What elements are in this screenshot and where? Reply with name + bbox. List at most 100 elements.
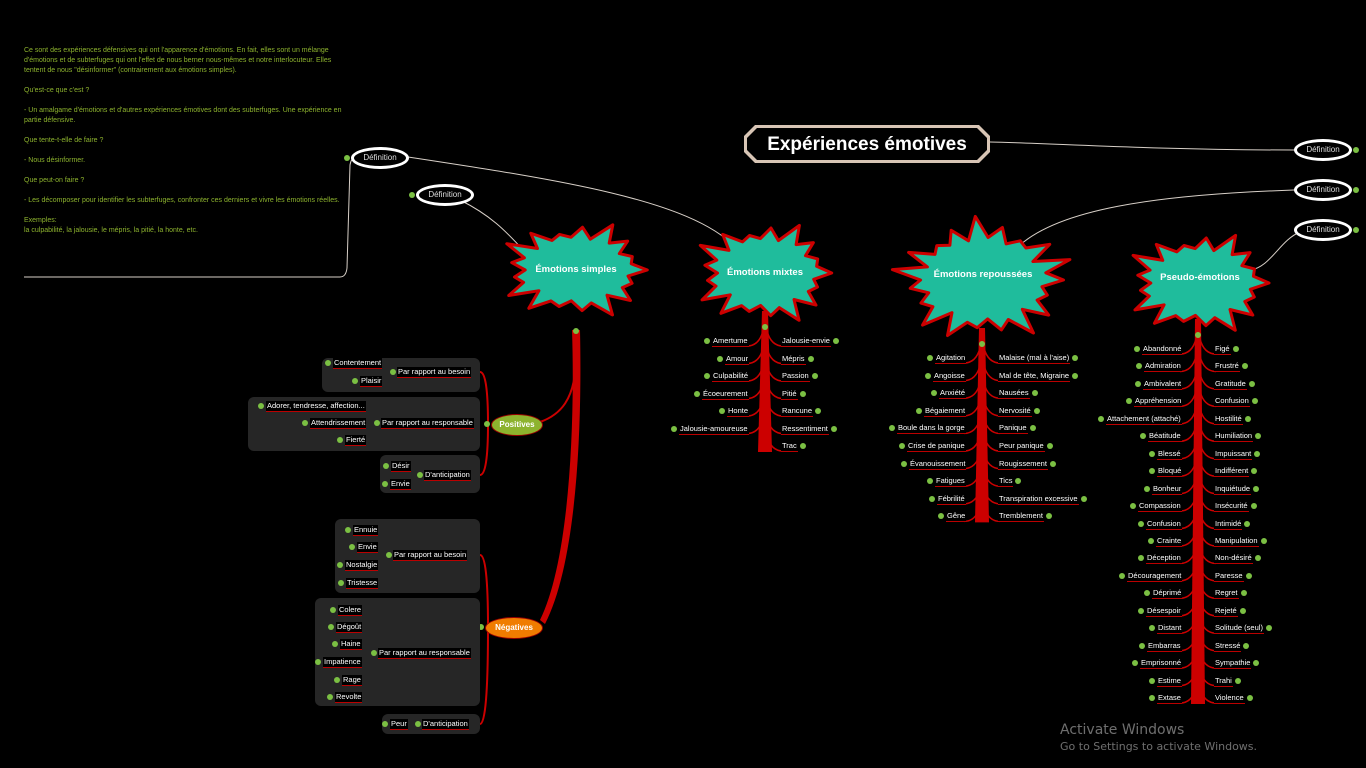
positive-node[interactable]: Positives xyxy=(491,414,543,436)
negative-anticipation-subtopic-collapse-icon[interactable] xyxy=(415,721,421,727)
pseudo-item-expand-icon[interactable] xyxy=(1140,433,1146,440)
pseudo-left-item[interactable]: Bloqué xyxy=(1157,466,1183,478)
pseudo-left-item[interactable]: Distant xyxy=(1157,623,1183,635)
repressed-right-item[interactable]: Tremblement xyxy=(998,511,1044,523)
repressed-item-expand-icon[interactable] xyxy=(1072,355,1078,361)
positive-anticipation-item-expand-icon[interactable] xyxy=(383,463,389,469)
definition-expand-icon[interactable] xyxy=(409,192,415,198)
pseudo-item-expand-icon[interactable] xyxy=(1252,398,1258,405)
mixed-right-item[interactable]: Mépris xyxy=(781,353,806,365)
negative-responsible-item-expand-icon[interactable] xyxy=(328,624,334,630)
negative-collapse-icon[interactable] xyxy=(478,624,484,630)
mixed-item-expand-icon[interactable] xyxy=(800,443,806,449)
definition-pseudo-node[interactable]: Définition xyxy=(1294,219,1352,241)
repressed-left-item[interactable]: Anxiété xyxy=(939,388,967,400)
negative-responsible-item-expand-icon[interactable] xyxy=(315,659,321,665)
pseudo-right-item[interactable]: Manipulation xyxy=(1214,535,1259,547)
repressed-right-item[interactable]: Panique xyxy=(998,423,1028,435)
negative-node[interactable]: Négatives xyxy=(485,617,543,639)
mixed-item-expand-icon[interactable] xyxy=(831,425,837,432)
negative-responsible-item[interactable]: Colere xyxy=(338,605,363,616)
pseudo-left-item[interactable]: Ambivalent xyxy=(1143,378,1183,390)
negative-responsible-item[interactable]: Rage xyxy=(342,675,362,686)
repressed-item-expand-icon[interactable] xyxy=(925,372,931,379)
simple-collapse-icon[interactable] xyxy=(573,328,579,334)
negative-anticipation-subtopic[interactable]: D'anticipation xyxy=(422,719,469,730)
repressed-item-expand-icon[interactable] xyxy=(927,355,933,361)
pseudo-item-expand-icon[interactable] xyxy=(1254,450,1260,457)
pseudo-item-expand-icon[interactable] xyxy=(1242,363,1248,370)
pseudo-left-item[interactable]: Estime xyxy=(1157,675,1182,687)
pseudo-item-expand-icon[interactable] xyxy=(1134,346,1140,352)
pseudo-right-item[interactable]: Rejeté xyxy=(1214,605,1238,617)
mixed-item-expand-icon[interactable] xyxy=(719,408,725,414)
definition-title-node[interactable]: Définition xyxy=(1294,139,1352,161)
pseudo-item-expand-icon[interactable] xyxy=(1098,415,1104,422)
pseudo-left-item[interactable]: Crainte xyxy=(1156,535,1183,547)
pseudo-item-expand-icon[interactable] xyxy=(1266,625,1272,632)
definition-expand-icon[interactable] xyxy=(1353,187,1359,193)
pseudo-item-expand-icon[interactable] xyxy=(1244,520,1250,527)
pseudo-item-expand-icon[interactable] xyxy=(1233,346,1239,352)
mixed-left-item[interactable]: Amertume xyxy=(712,336,749,347)
repressed-right-item[interactable]: Nausées xyxy=(998,388,1030,400)
negative-need-item-expand-icon[interactable] xyxy=(345,527,351,533)
mixed-collapse-icon[interactable] xyxy=(762,324,768,330)
repressed-right-item[interactable]: Tics xyxy=(998,476,1014,488)
definition-expand-icon[interactable] xyxy=(1353,227,1359,233)
pseudo-item-expand-icon[interactable] xyxy=(1261,537,1267,544)
pseudo-item-expand-icon[interactable] xyxy=(1247,695,1253,701)
repressed-item-expand-icon[interactable] xyxy=(901,460,907,467)
negative-need-item[interactable]: Ennuie xyxy=(353,525,379,536)
pseudo-right-item[interactable]: Confusion xyxy=(1214,396,1250,408)
repressed-item-expand-icon[interactable] xyxy=(916,407,922,414)
pseudo-item-expand-icon[interactable] xyxy=(1136,363,1142,370)
pseudo-right-item[interactable]: Violence xyxy=(1214,693,1245,704)
pseudo-item-expand-icon[interactable] xyxy=(1243,642,1249,649)
repressed-left-item[interactable]: Fatigues xyxy=(935,476,966,488)
repressed-left-item[interactable]: Gêne xyxy=(946,511,967,523)
mixed-item-expand-icon[interactable] xyxy=(717,355,723,362)
positive-responsible-subtopic-collapse-icon[interactable] xyxy=(374,420,380,426)
pseudo-left-item[interactable]: Béatitude xyxy=(1148,431,1182,443)
pseudo-item-expand-icon[interactable] xyxy=(1144,590,1150,597)
repressed-right-item[interactable]: Malaise (mal à l'aise) xyxy=(998,353,1071,364)
pseudo-left-item[interactable]: Attachement (attaché) xyxy=(1106,413,1182,425)
pseudo-right-item[interactable]: Solitude (seul) xyxy=(1214,623,1264,635)
pseudo-right-item[interactable]: Trahi xyxy=(1214,675,1233,687)
negative-responsible-item[interactable]: Impatience xyxy=(323,657,362,668)
pseudo-right-item[interactable]: Impuissant xyxy=(1214,448,1253,460)
positive-anticipation-subtopic[interactable]: D'anticipation xyxy=(424,470,471,481)
pseudo-right-item[interactable]: Intimidé xyxy=(1214,518,1243,530)
positive-anticipation-item[interactable]: Envie xyxy=(390,479,411,490)
mixed-left-item[interactable]: Jalousie-amoureuse xyxy=(679,423,749,435)
repressed-item-expand-icon[interactable] xyxy=(1034,407,1040,414)
pseudo-item-expand-icon[interactable] xyxy=(1149,468,1155,475)
negative-need-item-expand-icon[interactable] xyxy=(338,580,344,586)
mixed-left-item[interactable]: Honte xyxy=(727,406,750,417)
repressed-right-item[interactable]: Nervosité xyxy=(998,405,1032,417)
pseudo-left-item[interactable]: Désespoir xyxy=(1146,605,1182,617)
pseudo-item-expand-icon[interactable] xyxy=(1149,625,1155,632)
repressed-right-item[interactable]: Rougissement xyxy=(998,458,1048,470)
repressed-item-expand-icon[interactable] xyxy=(889,425,895,432)
repressed-left-item[interactable]: Boule dans la gorge xyxy=(897,423,966,435)
positive-anticipation-item-expand-icon[interactable] xyxy=(382,481,388,487)
pseudo-right-item[interactable]: Insécurité xyxy=(1214,501,1249,513)
positive-responsible-item-expand-icon[interactable] xyxy=(337,437,343,443)
repressed-left-item[interactable]: Bégaiement xyxy=(924,405,967,417)
pseudo-item-expand-icon[interactable] xyxy=(1138,555,1144,562)
mixed-right-item[interactable]: Jalousie-envie xyxy=(781,336,831,347)
pseudo-right-item[interactable]: Paresse xyxy=(1214,570,1244,582)
positive-anticipation-subtopic-collapse-icon[interactable] xyxy=(417,472,423,478)
pseudo-right-item[interactable]: Regret xyxy=(1214,588,1239,600)
pseudo-item-expand-icon[interactable] xyxy=(1132,660,1138,667)
positive-need-item[interactable]: Plaisir xyxy=(360,376,383,387)
repressed-item-expand-icon[interactable] xyxy=(1047,443,1053,449)
repressed-item-expand-icon[interactable] xyxy=(1072,372,1078,379)
pseudo-item-expand-icon[interactable] xyxy=(1251,468,1257,475)
pseudo-left-item[interactable]: Compassion xyxy=(1138,501,1182,513)
positive-need-item-expand-icon[interactable] xyxy=(325,360,331,366)
pseudo-item-expand-icon[interactable] xyxy=(1241,590,1247,597)
pseudo-right-item[interactable]: Frustré xyxy=(1214,361,1240,373)
